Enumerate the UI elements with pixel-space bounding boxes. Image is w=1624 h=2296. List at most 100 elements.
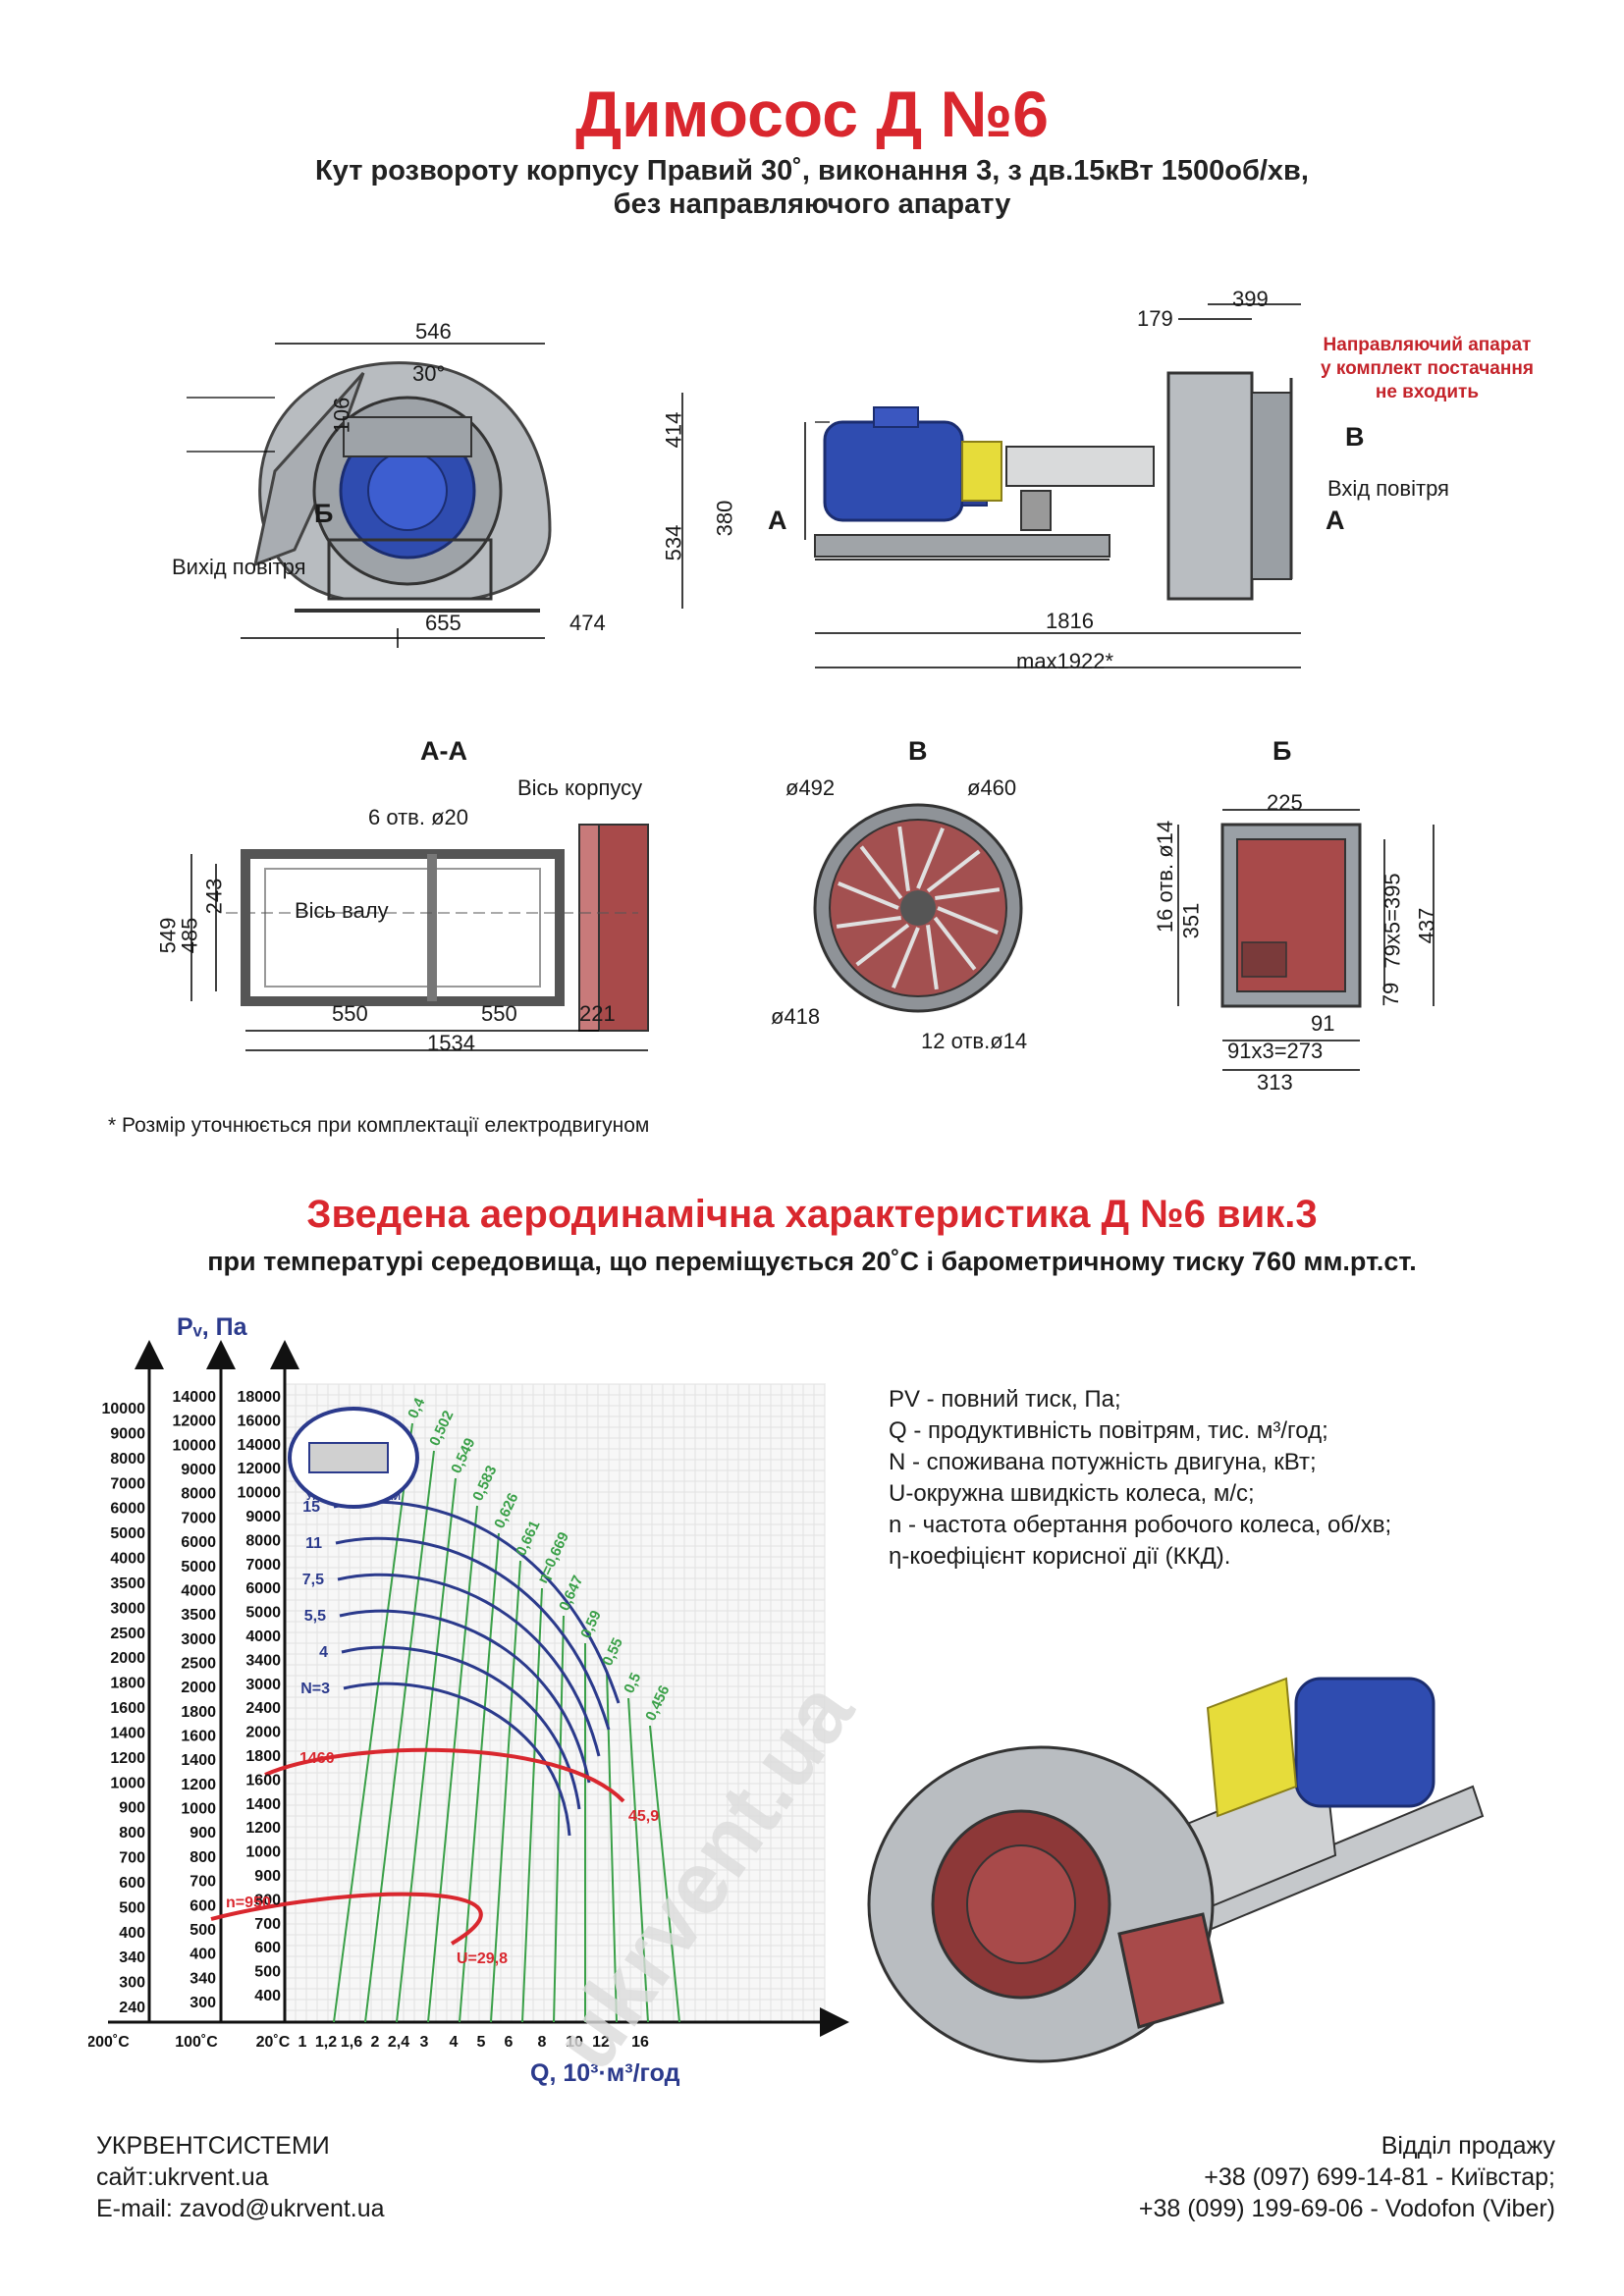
vane: [935, 887, 1001, 900]
y-tick-label: 4000: [245, 1629, 281, 1645]
y-tick-label: 400: [119, 1925, 145, 1942]
dim-30deg: 30°: [412, 361, 446, 386]
y-tick-label: 8000: [181, 1486, 216, 1503]
company-email[interactable]: E-mail: zavod@ukrvent.ua: [96, 2195, 385, 2222]
section-aa-title: А-А: [420, 736, 467, 766]
y-tick-label: 5000: [110, 1525, 145, 1542]
y-tick-label: 3400: [245, 1652, 281, 1669]
y-tick-label: 4000: [181, 1582, 216, 1599]
dim-485: 485: [177, 917, 202, 954]
dim-243: 243: [201, 878, 227, 915]
legend-item: PV - повний тиск, Па;: [889, 1386, 1121, 1413]
y-tick-label: 900: [119, 1800, 145, 1817]
dim-221: 221: [579, 1001, 616, 1026]
lab-logo: [288, 1407, 419, 1509]
y-tick-label: 2400: [245, 1700, 281, 1717]
y-tick-label: 9000: [181, 1462, 216, 1478]
x-tick-label: 12: [592, 2034, 610, 2051]
section-mark-a-right: А: [1326, 506, 1345, 535]
axis-shaft-label: Вісь валу: [295, 898, 389, 923]
section-v-drawing: [813, 803, 1023, 1013]
phone-vodafone[interactable]: +38 (099) 199-69-06 - Vodofon (Viber): [1138, 2195, 1555, 2222]
x-tick-label: 2: [371, 2034, 380, 2051]
y-tick-label: 300: [119, 1975, 145, 1992]
fan-3d-illustration: [867, 1677, 1485, 2063]
dim-d460: ø460: [967, 775, 1017, 800]
power-label: 11: [305, 1535, 322, 1552]
legend-item: n - частота обертання робочого колеса, о…: [889, 1512, 1392, 1538]
front-view-drawing: [187, 343, 683, 648]
side-view-drawing: [804, 303, 1301, 668]
dim-534: 534: [661, 524, 686, 561]
vane: [926, 849, 981, 893]
section-mark-a-left: А: [768, 506, 787, 535]
power-curve: [343, 1682, 571, 1837]
speed-label: 1460: [299, 1750, 335, 1767]
power-label: 5,5: [304, 1608, 326, 1625]
company-site[interactable]: сайт:ukrvent.ua: [96, 2163, 269, 2191]
y-tick-label: 340: [189, 1970, 216, 1987]
vane: [855, 923, 910, 967]
power-curve: [337, 1573, 601, 1757]
legend-item: η-коефіцієнт корисної дії (ККД).: [889, 1543, 1231, 1570]
efficiency-ray: [459, 1532, 500, 2023]
x-tick-label: 6: [505, 2034, 514, 2051]
y-tick-label: 1200: [181, 1777, 216, 1793]
y-tick-label: 6000: [245, 1580, 281, 1597]
y-tick-label: 5000: [181, 1559, 216, 1575]
dim-380: 380: [712, 500, 737, 537]
dim-d418: ø418: [771, 1004, 821, 1029]
dim-16-holes: 16 отв. ø14: [1153, 820, 1178, 934]
vane: [836, 916, 901, 929]
y-tick-label: 800: [119, 1825, 145, 1842]
section-b-title: Б: [1272, 736, 1292, 766]
speed-end-label: U=29,8: [457, 1950, 508, 1967]
y-tick-label: 2000: [181, 1680, 216, 1696]
y-tick-label: 340: [119, 1949, 145, 1966]
section-b-drawing: [1177, 809, 1435, 1071]
y-tick-label: 10000: [238, 1485, 282, 1502]
footnote: * Розмір уточнюється при комплектації ел…: [108, 1114, 650, 1137]
x-tick-label: 8: [538, 2034, 547, 2051]
y-tick-label: 6000: [110, 1501, 145, 1518]
dim-437: 437: [1414, 907, 1439, 944]
y-tick-label: 1400: [181, 1752, 216, 1769]
y-tick-label: 700: [254, 1916, 281, 1933]
y-tick-label: 1800: [110, 1676, 145, 1692]
note-line-3: не входить: [1375, 382, 1480, 402]
y-tick-label: 2500: [110, 1626, 145, 1642]
dim-1816: 1816: [1046, 609, 1094, 633]
y-tick-label: 12000: [238, 1461, 282, 1477]
y-tick-label: 1000: [245, 1844, 281, 1861]
dim-79x5: 79x5=395: [1380, 873, 1405, 969]
y-tick-label: 6000: [181, 1534, 216, 1551]
dim-351: 351: [1178, 902, 1204, 939]
power-curve: [335, 1536, 611, 1731]
power-label: 15: [302, 1499, 320, 1516]
dim-12-holes: 12 отв.ø14: [921, 1029, 1028, 1053]
footer-left: УКРВЕНТСИСТЕМИ сайт:ukrvent.ua E-mail: z…: [96, 2130, 385, 2224]
y-tick-label: 4000: [110, 1551, 145, 1568]
x-tick-label: 1,6: [341, 2034, 362, 2051]
y-tick-label: 3000: [245, 1677, 281, 1693]
y-tick-label: 1400: [245, 1796, 281, 1813]
dim-550-a: 550: [332, 1001, 368, 1026]
dim-106: 106: [329, 397, 354, 434]
power-curve: [339, 1609, 591, 1784]
y-tick-label: 7000: [181, 1510, 216, 1526]
efficiency-ray: [627, 1697, 649, 2023]
phone-kyivstar[interactable]: +38 (097) 699-14-81 - Київстар;: [1204, 2163, 1555, 2191]
y-tick-label: 8000: [110, 1451, 145, 1468]
x-axis-label: Q, 10³·м³/год: [530, 2059, 680, 2087]
dim-546: 546: [415, 319, 452, 344]
y-tick-label: 10000: [102, 1401, 146, 1417]
footer-right: Відділ продажу +38 (097) 699-14-81 - Киї…: [1139, 2130, 1555, 2224]
vane: [916, 828, 945, 889]
dim-313: 313: [1257, 1070, 1293, 1095]
vane: [892, 927, 920, 988]
dim-474: 474: [569, 611, 606, 635]
efficiency-ray: [490, 1560, 521, 2023]
section-v-title: В: [908, 736, 928, 766]
y-tick-label: 400: [254, 1988, 281, 2004]
efficiency-ray: [553, 1615, 565, 2023]
